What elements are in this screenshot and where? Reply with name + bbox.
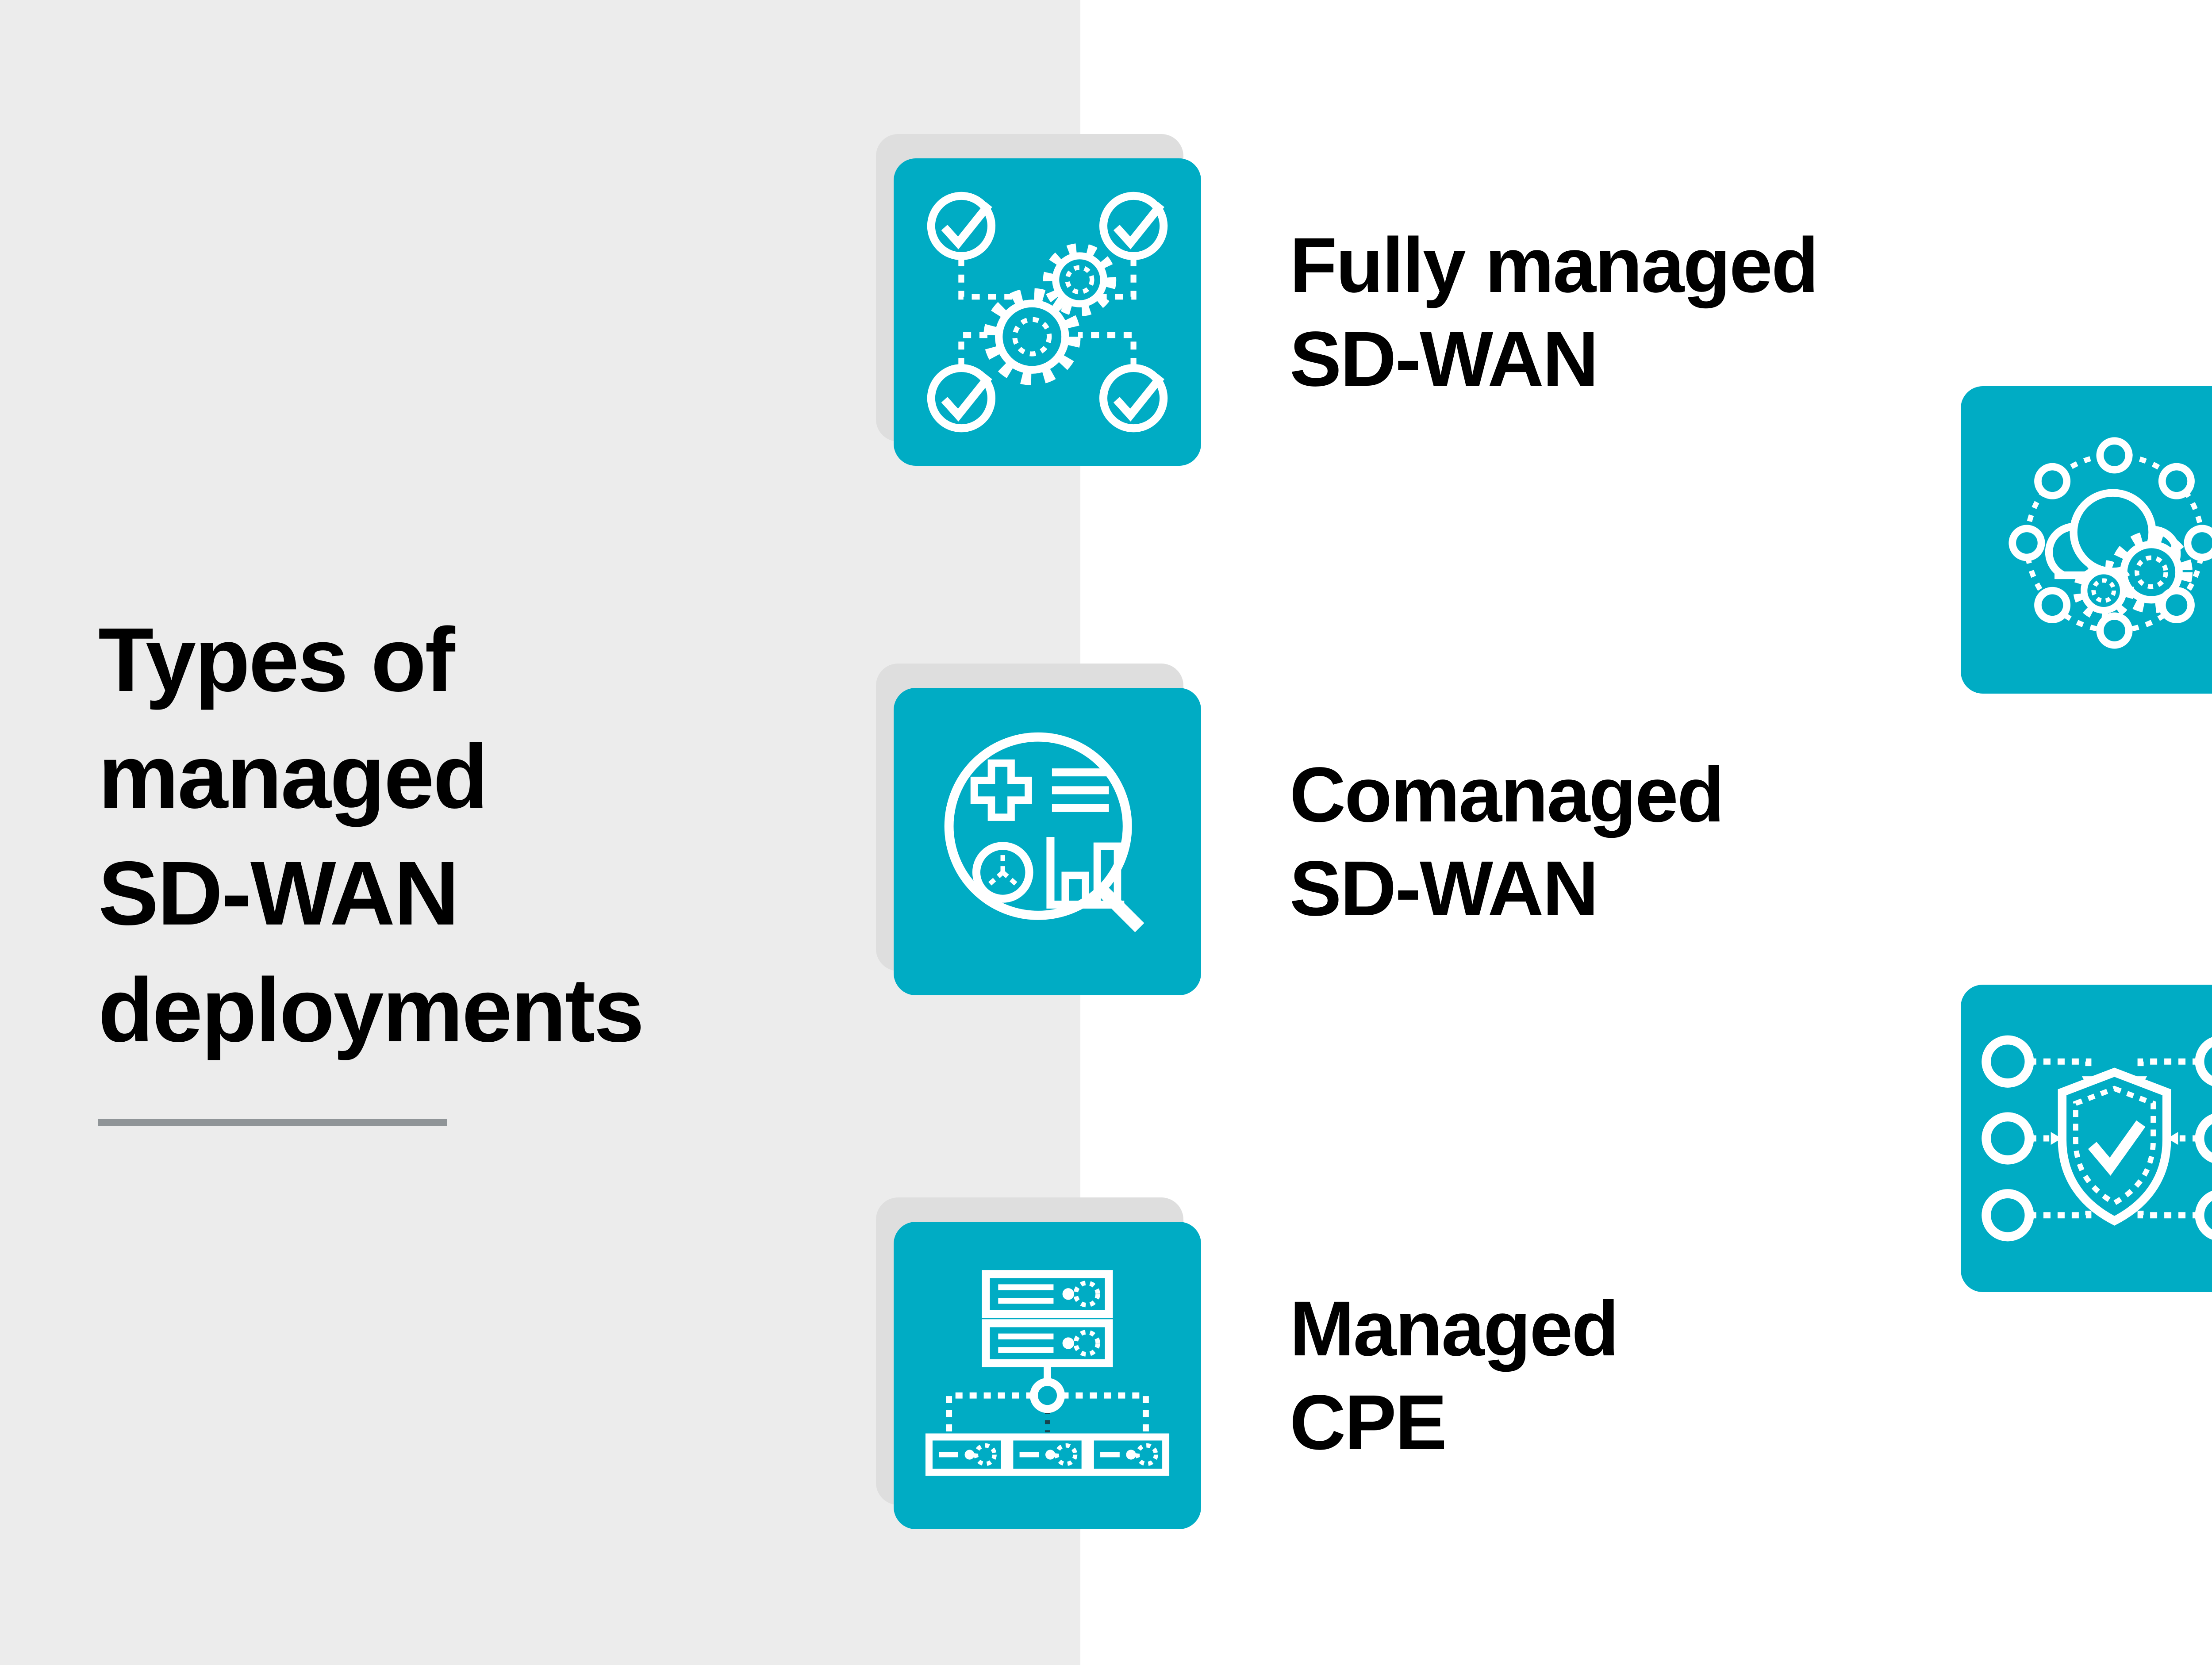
- list-item-sdwanaas: SDWANaaS: [1961, 386, 2212, 694]
- tile-sase: [1961, 985, 2212, 1292]
- item-label: Managed CPE: [1290, 1285, 1619, 1466]
- list-item-comanaged-sdwan: Comanaged SD-WAN: [876, 664, 1724, 995]
- magnifier-analytics-icon: [944, 732, 1144, 932]
- tile-sdwanaas: [1961, 386, 2212, 694]
- item-label: Fully managed SD-WAN: [1290, 222, 1819, 403]
- tile-managed-cpe: [876, 1197, 1201, 1529]
- shield-check-network-icon: [1982, 1035, 2212, 1242]
- list-item-sase: SASE: [1961, 985, 2212, 1292]
- server-stack-network-icon: [925, 1270, 1170, 1476]
- tile-comanaged-sdwan: [876, 664, 1201, 995]
- item-label: Comanaged SD-WAN: [1290, 751, 1724, 932]
- page-title: Types of managed SD-WAN deployments: [98, 609, 644, 1061]
- title-underline: [98, 1119, 447, 1126]
- tile-fully-managed-sdwan: [876, 134, 1201, 466]
- list-item-fully-managed-sdwan: Fully managed SD-WAN: [876, 134, 1819, 466]
- list-item-managed-cpe: Managed CPE: [876, 1197, 1619, 1529]
- cloud-gears-network-icon: [2008, 437, 2212, 649]
- checkmarks-gears-icon: [927, 192, 1168, 433]
